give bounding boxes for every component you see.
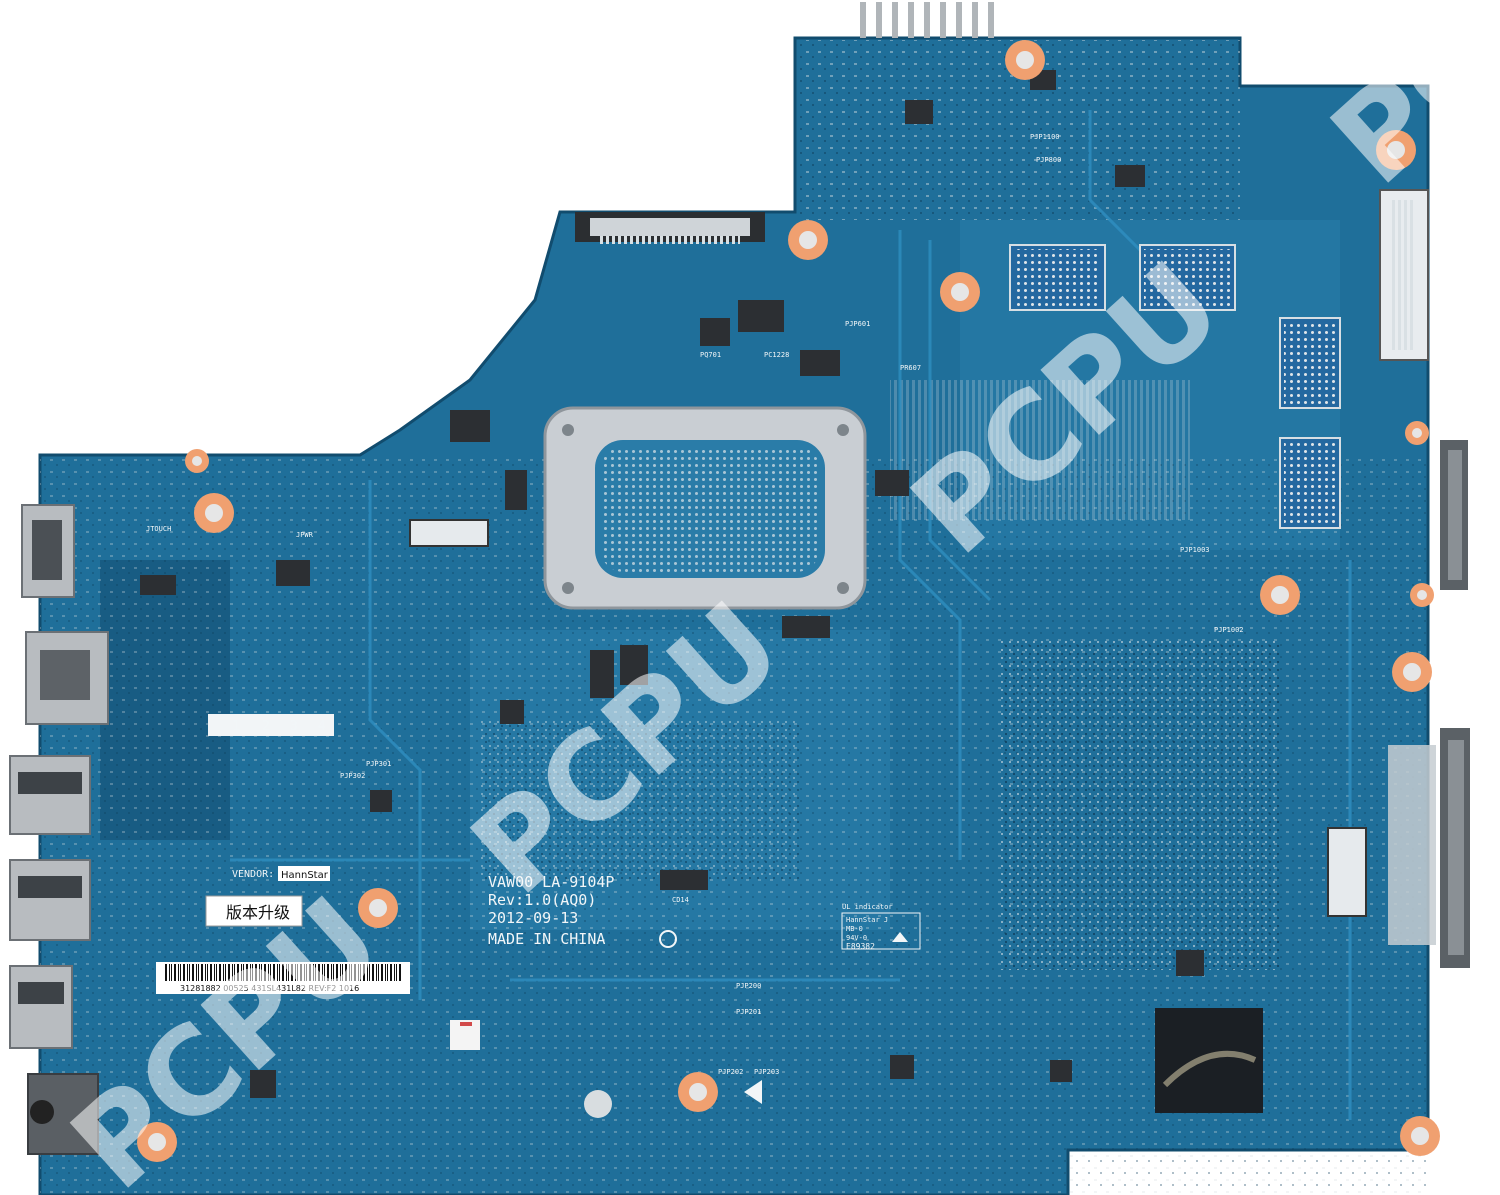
connector-label: PQ701 — [700, 351, 721, 359]
ul-code: E89382 — [846, 942, 875, 951]
connector-label: PJP200 — [736, 982, 761, 990]
vendor-name: HannStar — [281, 870, 329, 881]
version-sticker — [205, 895, 303, 927]
usb-port-2 — [9, 859, 91, 941]
ic-chips — [140, 70, 1204, 1098]
ul-triangle-icon — [892, 932, 908, 942]
usb-port-3 — [9, 965, 73, 1049]
mounting-hole — [1410, 583, 1434, 607]
ul-line-3: 94V-0 — [846, 934, 867, 942]
connector-labels: JTOUCH JPWR PJP1100 PJP800 PJP601 PR607 … — [146, 133, 1244, 1076]
foil-shield — [1155, 1008, 1263, 1113]
connector-label: PJP302 — [340, 772, 365, 780]
board-revision: Rev:1.0(AQ0) — [488, 891, 596, 909]
mounting-hole — [1260, 575, 1300, 615]
mounting-hole — [1005, 40, 1045, 80]
connector-label: PJP601 — [845, 320, 870, 328]
usb-port-1 — [9, 755, 91, 835]
port-number-1: 1 — [232, 719, 240, 734]
vendor-label: VENDOR: — [232, 869, 274, 880]
mounting-hole — [678, 1072, 718, 1112]
connector-label: JPWR — [296, 531, 314, 539]
connector-label: PJP201 — [736, 1008, 761, 1016]
recycle-icon — [659, 930, 677, 948]
mounting-hole — [940, 272, 980, 312]
power-connector-pins — [855, 0, 1005, 38]
mounting-hole — [584, 1090, 612, 1118]
connector-label: PJP202 — [718, 1068, 743, 1076]
mounting-hole — [137, 1122, 177, 1162]
pin1-triangle-icon — [744, 1080, 762, 1104]
connector-label: PJP1003 — [1180, 546, 1210, 554]
barcode-text: 31281882 00525 431SL431L82 REV:F2 1016 — [180, 984, 359, 993]
mounting-hole — [1376, 130, 1416, 170]
board-date: 2012-09-13 — [488, 909, 578, 927]
ul-line-2: MB-0 — [846, 925, 863, 933]
port-number-strip — [208, 714, 334, 736]
mounting-hole — [1400, 1116, 1440, 1156]
ul-line-1: HannStar J — [846, 916, 888, 924]
touch-fpc-connector — [409, 519, 489, 547]
mounting-hole — [788, 220, 828, 260]
connector-label: PC1228 — [764, 351, 789, 359]
board-model: VAW00 LA-9104P — [488, 873, 614, 891]
sata-connectors — [1388, 440, 1470, 968]
connector-label: PJP1100 — [1030, 133, 1060, 141]
cpu-bracket — [543, 406, 867, 610]
mini-card-connector — [575, 212, 765, 244]
memory-chips — [1009, 244, 1341, 529]
mounting-holes — [137, 40, 1440, 1162]
connector-label: PJP1002 — [1214, 626, 1244, 634]
connector-label: PJP203 — [754, 1068, 779, 1076]
connector-label: PR607 — [900, 364, 921, 372]
port-number-4: 4 — [318, 719, 326, 734]
connector-label: CD14 — [672, 896, 689, 904]
mounting-hole — [185, 449, 209, 473]
connector-label: PJP301 — [366, 760, 391, 768]
version-sticker-text: 版本升级 — [226, 903, 290, 922]
mounting-hole — [1392, 652, 1432, 692]
board-origin: MADE IN CHINA — [488, 930, 605, 948]
mounting-hole — [1405, 421, 1429, 445]
port-number-2: 2 — [262, 719, 270, 734]
port-number-3: 3 — [290, 719, 298, 734]
left-ports — [9, 504, 109, 1155]
display-connector — [1379, 189, 1429, 361]
ul-indicator: UL indicator — [842, 903, 893, 911]
connector-label: PJP800 — [1036, 156, 1061, 164]
pch-component-area — [1000, 640, 1280, 970]
connector-label: JTOUCH — [146, 525, 171, 533]
mounting-hole — [194, 493, 234, 533]
mounting-hole — [358, 888, 398, 928]
